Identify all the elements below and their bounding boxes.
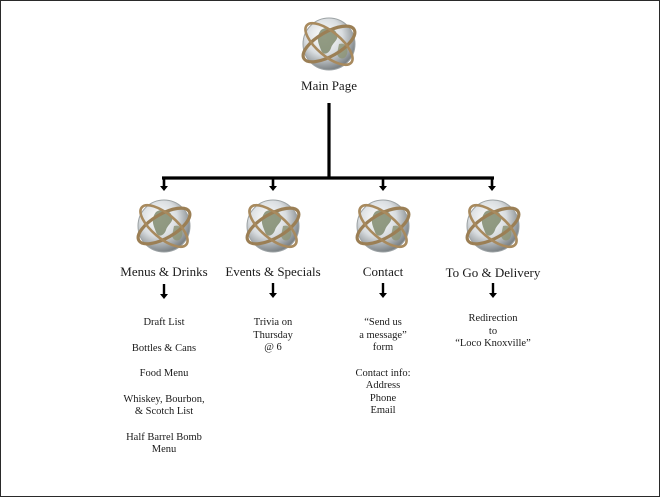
menus-drinks-items: Draft List Bottles & Cans Food Menu Whis…: [104, 317, 224, 457]
events-specials-items: Trivia on Thursday @ 6: [223, 317, 323, 355]
arrow-head-events-items: [269, 293, 277, 298]
list-item: to: [488, 325, 498, 337]
arrow-head-menus-items: [160, 294, 168, 299]
arrow-head-contact-items: [379, 293, 387, 298]
list-item: Address: [365, 380, 401, 391]
node-label-events-specials[interactable]: Events & Specials: [225, 264, 321, 279]
arrow-head-events: [269, 186, 277, 191]
globe-icon: [243, 196, 303, 256]
list-item: Bottles & Cans: [131, 342, 197, 354]
list-item: Menu: [151, 444, 177, 455]
list-item: Food Menu: [139, 368, 189, 379]
globe-icon: [463, 196, 523, 256]
contact-items: “Send us a message” form Contact info: A…: [333, 317, 433, 418]
list-item: @ 6: [264, 342, 282, 353]
list-item: Draft List: [143, 317, 185, 328]
list-item: Phone: [369, 392, 397, 404]
arrow-head-contact: [379, 186, 387, 191]
node-label-menus-drinks[interactable]: Menus & Drinks: [120, 264, 208, 279]
list-item: “Loco Knoxville”: [455, 338, 531, 349]
list-item: “Send us: [364, 317, 402, 328]
list-item: Whiskey, Bourbon,: [123, 393, 205, 405]
arrow-head-togo: [488, 186, 496, 191]
globe-icon: [299, 14, 359, 74]
arrow-head-menus: [160, 186, 168, 191]
list-item: Redirection: [468, 313, 518, 324]
list-item: & Scotch List: [134, 406, 194, 417]
globe-icon: [134, 196, 194, 256]
list-item: Thursday: [253, 329, 293, 341]
arrow-head-togo-items: [489, 293, 497, 298]
list-item: Email: [370, 405, 396, 416]
list-item: Trivia on: [253, 317, 293, 328]
globe-icon: [353, 196, 413, 256]
to-go-delivery-items: Redirection to “Loco Knoxville”: [433, 313, 553, 351]
list-item: Contact info:: [355, 367, 411, 379]
node-label-contact[interactable]: Contact: [362, 264, 404, 279]
node-label-main-page[interactable]: Main Page: [301, 78, 357, 93]
node-label-to-go-delivery[interactable]: To Go & Delivery: [445, 265, 541, 280]
list-item: a message”: [359, 329, 407, 341]
list-item: form: [372, 342, 394, 353]
list-item: Half Barrel Bomb: [126, 431, 202, 443]
